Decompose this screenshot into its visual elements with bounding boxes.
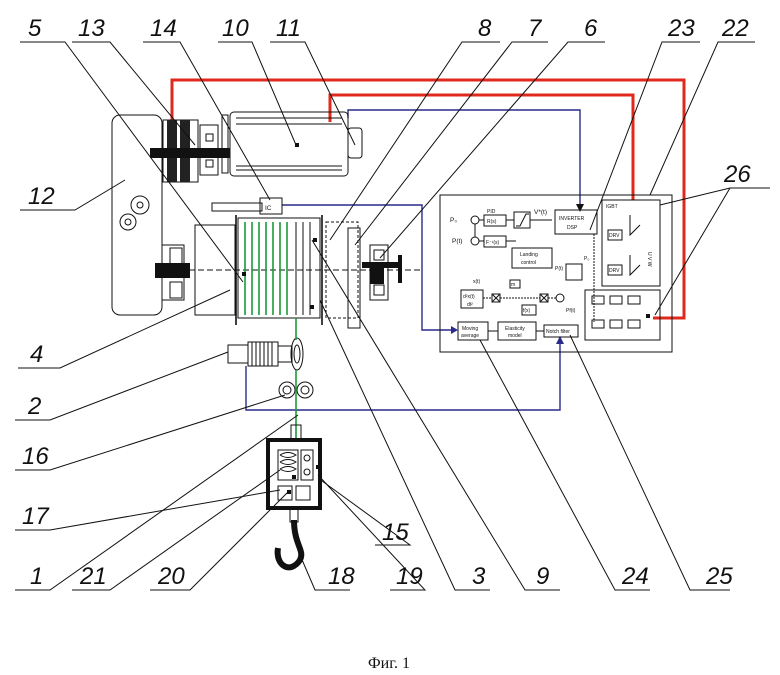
- electric-motor: [222, 112, 362, 176]
- callout-15: 15: [382, 519, 409, 546]
- callout-1: 1: [30, 563, 43, 590]
- cb-inverter-l1: INVERTER: [559, 216, 585, 222]
- cb-drv2: DRV: [609, 268, 620, 274]
- cb-landing-l2: control: [521, 260, 536, 266]
- callout-9: 9: [536, 563, 549, 590]
- callout-8: 8: [478, 15, 492, 42]
- callout-24: 24: [621, 563, 649, 590]
- callout-3: 3: [472, 563, 486, 590]
- callout-4: 4: [30, 341, 43, 368]
- cb-pf: Pf(t): [566, 308, 576, 314]
- callout-6: 6: [584, 15, 598, 42]
- cb-rs: R(s): [487, 219, 497, 225]
- cb-moving-l1: Moving: [462, 326, 478, 332]
- callout-25: 25: [705, 563, 733, 590]
- cb-elasticity-l1: Elasticity: [505, 326, 525, 332]
- callout-18: 18: [328, 563, 355, 590]
- callout-26: 26: [723, 161, 751, 188]
- callout-5: 5: [28, 15, 42, 42]
- cb-vstar: V*(t): [534, 209, 547, 216]
- callout-11: 11: [276, 15, 301, 42]
- callout-2: 2: [27, 393, 41, 420]
- hook-block: [268, 425, 320, 567]
- cb-igbt: IGBT: [606, 204, 618, 210]
- callout-20: 20: [157, 563, 185, 590]
- encoder-sensor: IC: [212, 198, 282, 214]
- cb-p0: P₀: [450, 217, 457, 224]
- callout-17: 17: [22, 503, 50, 530]
- callout-7: 7: [528, 15, 543, 42]
- callout-10: 10: [222, 15, 249, 42]
- callout-12: 12: [28, 183, 55, 210]
- callout-14: 14: [150, 15, 177, 42]
- callout-numbers: 5 13 14 10 11 8 7 6 23 22 12 26 4 2 16 1…: [22, 15, 751, 590]
- cb-elasticity-l2: model: [508, 333, 522, 339]
- rope-guide-unit: [228, 318, 313, 440]
- cb-p0-right: P₀: [584, 256, 589, 262]
- cb-landing-l1: Landing: [520, 252, 538, 258]
- power-wires: [172, 80, 684, 318]
- callout-23: 23: [667, 15, 695, 42]
- cb-pid: PID: [487, 209, 496, 215]
- callout-16: 16: [22, 443, 49, 470]
- callout-21: 21: [79, 563, 107, 590]
- cb-inverter-l2: DSP: [567, 225, 578, 231]
- cb-moving-l2: average: [461, 333, 479, 339]
- cb-xt: x(t): [473, 279, 481, 285]
- cb-pt-left: P(t): [452, 238, 462, 245]
- callout-19: 19: [396, 563, 423, 590]
- drum-assembly: [170, 215, 420, 328]
- cb-notch: Notch filter: [546, 329, 570, 335]
- callout-22: 22: [721, 15, 749, 42]
- figure-caption: Фиг. 1: [368, 655, 410, 672]
- cb-fx: f(x): [523, 308, 531, 314]
- sensor-label: IC: [265, 205, 272, 212]
- cb-deriv-bot: dt²: [467, 302, 473, 308]
- cb-m: m: [511, 282, 515, 288]
- cb-deriv-top: d²x(t): [463, 294, 475, 300]
- cb-drv1: DRV: [609, 233, 620, 239]
- cb-pt-right: P(t): [555, 266, 563, 272]
- control-block: P₀ PID R(s) V*(t) INVERTER DSP P(t) F⁻¹(…: [440, 195, 672, 352]
- cb-finv: F⁻¹(s): [486, 240, 500, 246]
- callout-13: 13: [78, 15, 105, 42]
- cb-uvw: U V W: [646, 252, 652, 267]
- leader-lines: [15, 42, 770, 590]
